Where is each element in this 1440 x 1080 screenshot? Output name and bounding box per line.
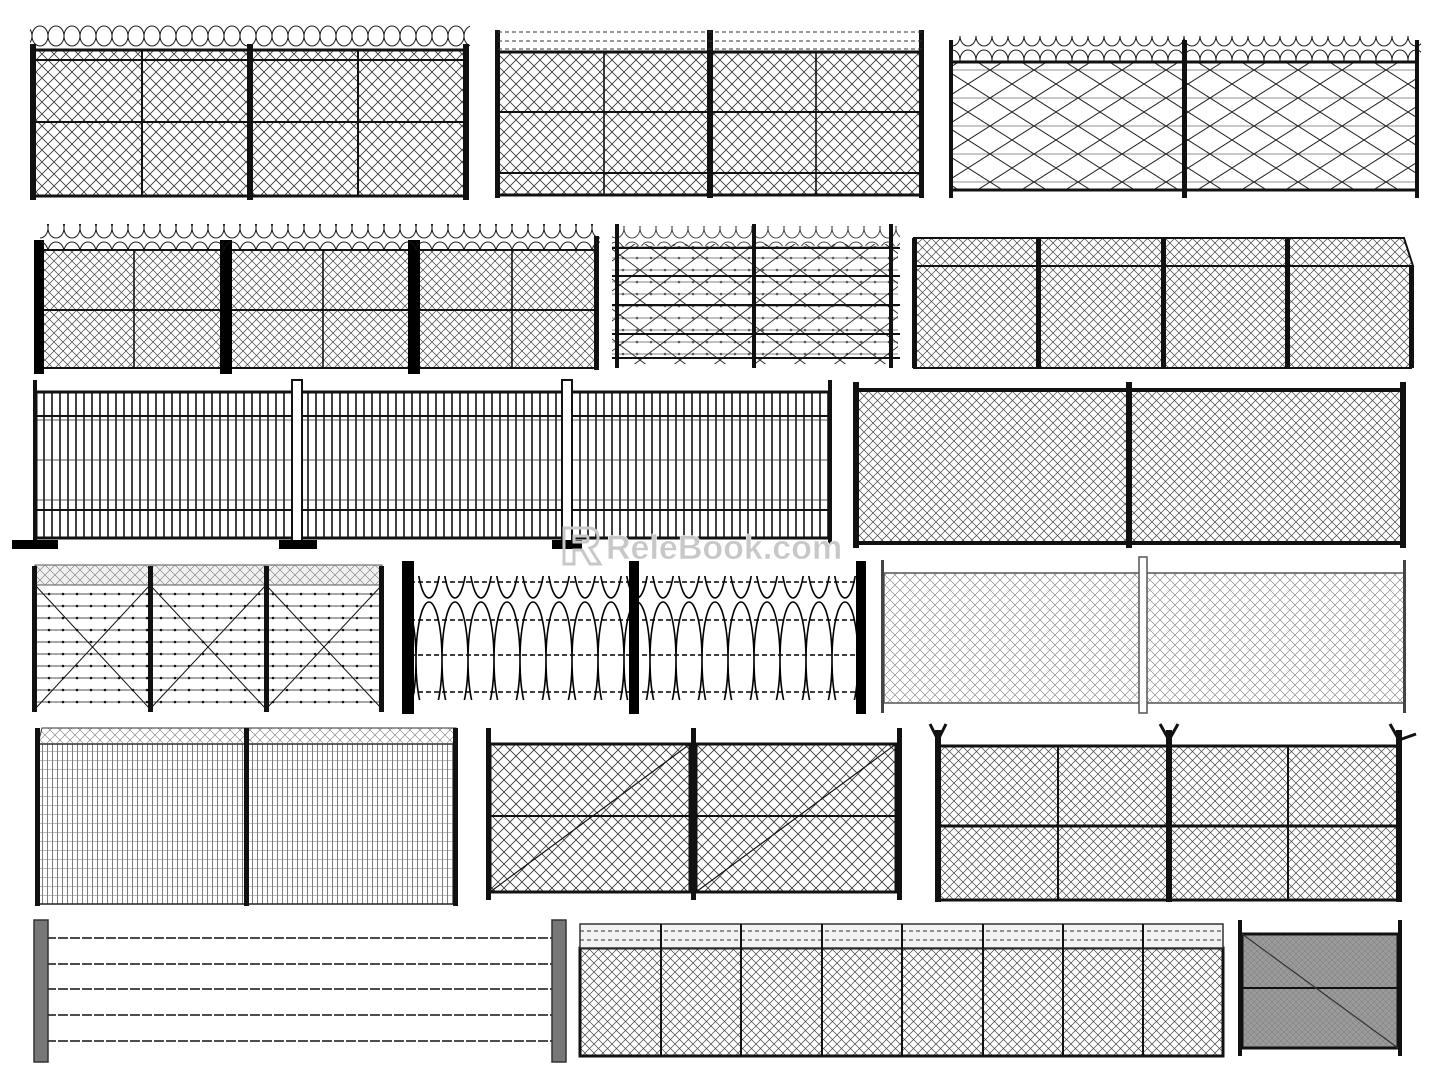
fence-09 <box>32 564 384 712</box>
fence-01 <box>30 24 470 200</box>
fence-13 <box>486 728 902 900</box>
fence-17 <box>1238 920 1402 1056</box>
fence-15 <box>33 919 567 1063</box>
fence-07 <box>12 379 832 549</box>
fence-08 <box>853 382 1406 548</box>
fence-06 <box>912 237 1415 369</box>
fence-05 <box>612 224 900 368</box>
fence-16 <box>578 923 1225 1058</box>
fence-11 <box>881 556 1406 714</box>
fence-12 <box>35 727 458 906</box>
fence-03 <box>949 36 1421 198</box>
fence-04 <box>34 224 600 374</box>
fence-02 <box>495 30 924 198</box>
fence-14 <box>928 723 1417 902</box>
fence-10 <box>402 561 866 714</box>
